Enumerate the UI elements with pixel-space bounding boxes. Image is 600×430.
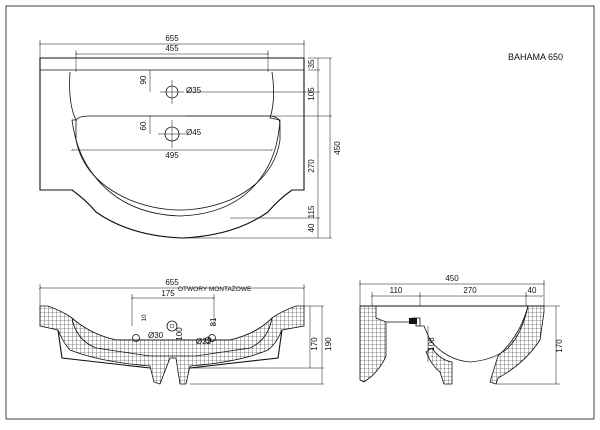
top-dim-270: 270 — [307, 159, 316, 173]
bowl-outline — [69, 71, 281, 217]
mount-hole-left — [132, 334, 140, 342]
hole-dia-35: Ø35 — [186, 86, 202, 95]
front-dim-175: 175 — [161, 289, 175, 298]
basin-inner — [75, 115, 281, 211]
front-dim-10: 10 — [141, 314, 148, 322]
top-dim-60: 60 — [139, 121, 148, 130]
top-dim-455: 455 — [165, 44, 179, 53]
top-dim-495: 495 — [165, 151, 179, 160]
side-dim-450: 450 — [445, 274, 459, 283]
side-dim-170: 170 — [555, 339, 564, 353]
side-back-section — [359, 305, 387, 383]
front-dim-100: 100 — [175, 327, 184, 341]
side-dim-110: 110 — [390, 286, 403, 295]
front-left-skirt — [57, 329, 151, 369]
top-view: 655 455 90 Ø35 60 Ø45 495 35 105 270 115… — [38, 34, 342, 239]
front-right-skirt — [189, 329, 283, 369]
mount-hole-right — [208, 334, 216, 342]
top-dim-115: 115 — [307, 205, 316, 218]
front-dim-190: 190 — [324, 337, 333, 351]
front-dim-dia-22: Ø22 — [196, 337, 212, 346]
top-dim-35: 35 — [307, 59, 316, 68]
front-dim-dia-30: Ø30 — [148, 331, 164, 340]
top-dim-655: 655 — [165, 34, 179, 43]
front-view: 655 175 OTWORY MONTAŻOWE 10 Ø30 Ø22 100 … — [38, 278, 333, 385]
side-bowl-cavity — [386, 305, 529, 363]
front-bowl-cavity — [71, 316, 273, 357]
side-dim-270: 270 — [463, 286, 477, 295]
tap-hole-front — [166, 320, 178, 332]
front-dim-170: 170 — [310, 337, 319, 351]
hole-dia-45: Ø45 — [186, 128, 202, 137]
front-section-body — [39, 305, 305, 385]
side-view: 450 110 270 40 108 170 — [358, 274, 564, 385]
top-dim-450: 450 — [333, 141, 342, 155]
sheet-frame — [5, 5, 595, 420]
top-dim-90: 90 — [139, 75, 148, 84]
top-dim-40: 40 — [307, 223, 316, 232]
side-drain-section — [425, 347, 453, 385]
side-dim-108: 108 — [427, 337, 436, 351]
side-dim-40: 40 — [528, 286, 537, 295]
side-front-section — [489, 305, 545, 385]
overflow-hole — [204, 336, 212, 344]
top-dim-105: 105 — [307, 87, 316, 101]
side-drain-marker — [409, 318, 417, 324]
front-dim-81: 81 — [209, 317, 218, 326]
mounting-holes-note: OTWORY MONTAŻOWE — [178, 284, 252, 293]
front-dim-655: 655 — [165, 278, 179, 287]
product-title: BAHAMA 650 — [508, 52, 563, 62]
